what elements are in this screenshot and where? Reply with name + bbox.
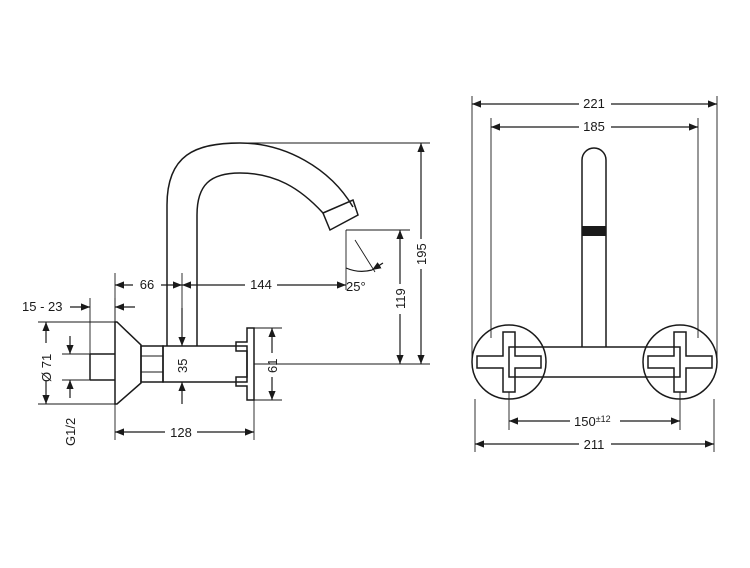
dim-128: 128 (170, 425, 192, 440)
handle-side (235, 327, 255, 401)
dim-150-tolerance: ±12 (596, 414, 611, 424)
dim-144: 144 (250, 277, 272, 292)
wall-rosette (114, 321, 142, 405)
front-body (508, 346, 681, 378)
dim-61: 61 (265, 359, 280, 373)
dim-150: 150±12 (574, 414, 611, 429)
left-cross-handle (476, 331, 542, 393)
dim-211: 211 (584, 437, 605, 452)
dim-195: 195 (414, 243, 429, 265)
connection-nut (140, 345, 164, 383)
aerator-icon (582, 226, 606, 236)
dim-15-23: 15 - 23 (22, 299, 62, 314)
front-view: 221 185 150±12 211 (471, 95, 718, 452)
side-view: 66 144 15 - 23 Ø 71 G1/2 128 35 (22, 142, 431, 446)
dim-66: 66 (140, 277, 154, 292)
front-spout (581, 147, 607, 347)
dim-angle-25: 25° (346, 279, 366, 294)
spout-nozzle (322, 198, 359, 232)
right-cross-handle (647, 331, 713, 393)
inlet-pipe (89, 353, 115, 381)
dim-185: 185 (583, 119, 605, 134)
spout (166, 142, 354, 346)
dim-thread: G1/2 (63, 418, 78, 446)
dim-119: 119 (393, 288, 408, 309)
dim-diameter-71: Ø 71 (39, 354, 54, 382)
dim-221: 221 (583, 96, 605, 111)
dim-35: 35 (175, 359, 190, 373)
